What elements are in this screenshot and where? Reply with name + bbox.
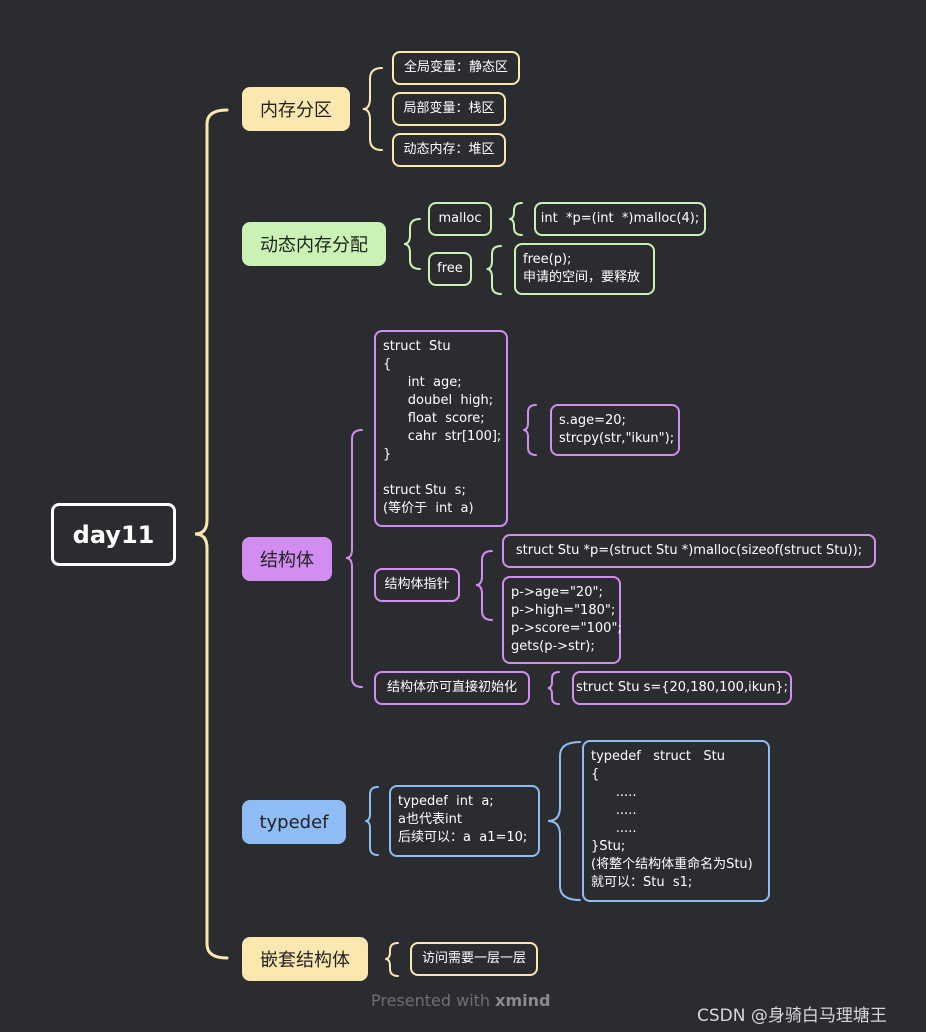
- topic-struct[interactable]: 结构体: [242, 537, 332, 581]
- struct-pointer-decl[interactable]: struct Stu *p=(struct Stu *)malloc(sizeo…: [502, 534, 876, 568]
- malloc-brace: [509, 202, 523, 236]
- typedef-brace: [365, 786, 379, 856]
- subtopic-malloc[interactable]: malloc: [428, 202, 492, 236]
- csdn-credit: CSDN @身骑白马理塘王: [697, 1006, 887, 1026]
- root-topic[interactable]: day11: [51, 503, 176, 566]
- subtopic-struct-init[interactable]: 结构体亦可直接初始化: [374, 671, 530, 705]
- subtopic-local-variables[interactable]: 局部变量：栈区: [392, 92, 506, 126]
- struct-pointer-brace: [475, 550, 493, 621]
- topic-memory-partition[interactable]: 内存分区: [242, 87, 350, 131]
- watermark-brand: xmind: [495, 991, 551, 1010]
- free-code[interactable]: free(p); 申请的空间，要释放: [514, 243, 655, 295]
- dynamic-alloc-brace: [403, 218, 421, 270]
- struct-init-code[interactable]: struct Stu s={20,180,100,ikun};: [572, 671, 792, 705]
- struct-member-assign[interactable]: s.age=20; strcpy(str,"ikun");: [550, 404, 680, 456]
- topic-typedef[interactable]: typedef: [242, 800, 346, 844]
- struct-pointer-access[interactable]: p->age="20"; p->high="180"; p->score="10…: [502, 576, 622, 664]
- nested-access-note[interactable]: 访问需要一层一层: [410, 942, 538, 976]
- struct-definition[interactable]: struct Stu { int age; doubel high; float…: [374, 330, 508, 527]
- typedef-basic-brace: [547, 741, 581, 901]
- struct-brace: [345, 429, 363, 688]
- subtopic-free[interactable]: free: [428, 252, 472, 286]
- free-brace: [486, 245, 502, 295]
- typedef-basic[interactable]: typedef int a; a也代表int 后续可以：a a1=10;: [389, 785, 540, 857]
- struct-init-brace: [547, 671, 560, 705]
- nested-brace: [385, 942, 399, 977]
- struct-definition-brace: [523, 404, 537, 456]
- topic-nested-struct[interactable]: 嵌套结构体: [242, 937, 368, 981]
- watermark-prefix: Presented with: [371, 991, 496, 1010]
- memory-partition-brace: [362, 67, 383, 151]
- subtopic-struct-pointer[interactable]: 结构体指针: [374, 568, 460, 602]
- topic-dynamic-allocation[interactable]: 动态内存分配: [242, 222, 386, 266]
- xmind-watermark: Presented with xmind: [371, 991, 550, 1010]
- subtopic-global-variables[interactable]: 全局变量：静态区: [392, 51, 520, 85]
- typedef-struct-example[interactable]: typedef struct Stu { ..... ..... ..... }…: [582, 740, 770, 902]
- subtopic-dynamic-memory[interactable]: 动态内存：堆区: [392, 133, 506, 167]
- root-brace: [194, 108, 229, 960]
- malloc-code[interactable]: int *p=(int *)malloc(4);: [534, 202, 706, 236]
